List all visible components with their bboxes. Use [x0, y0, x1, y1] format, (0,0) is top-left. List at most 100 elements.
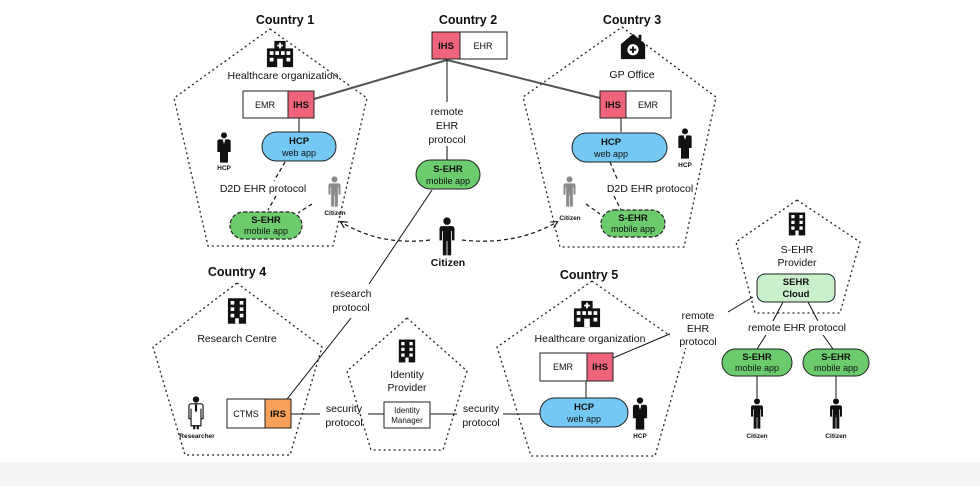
sehr-provider-line-1: S-EHR	[781, 244, 814, 256]
research-protocol-line-2: protocol	[332, 302, 369, 314]
country-4-title: Country 4	[208, 265, 266, 279]
sehr-app-title: S-EHR	[618, 213, 648, 224]
remote-protocol-line-2: EHR	[436, 120, 459, 132]
citizen-label: Citizen	[559, 215, 580, 222]
irs-label: IRS	[270, 409, 286, 420]
emr-label: EMR	[255, 100, 276, 110]
ihs-box[interactable]	[599, 90, 627, 119]
sehr-cloud-line-1: SEHR	[783, 277, 810, 288]
dashed-connectors	[267, 161, 622, 242]
sehr-cloud[interactable]	[756, 273, 836, 303]
emr-box[interactable]	[242, 90, 289, 119]
d2d-protocol-label: D2D EHR protocol	[607, 183, 693, 195]
identity-provider-line-2: Provider	[387, 382, 427, 394]
sehr-mobile-app[interactable]	[415, 159, 481, 190]
citizen-icon	[751, 398, 763, 429]
researcher-label: Researcher	[179, 433, 215, 440]
sehr-mobile-app-1[interactable]	[721, 348, 793, 377]
sehr-app-sub: mobile app	[735, 363, 779, 373]
ihs-label: IHS	[293, 100, 309, 111]
ihs-box[interactable]	[287, 90, 315, 119]
identity-manager-line-2: Manager	[391, 416, 423, 425]
sehr-app-sub: mobile app	[244, 226, 288, 236]
remote-protocol-line-1: remote	[431, 106, 464, 118]
citizen-label: Citizen	[825, 433, 846, 440]
country-2-title: Country 2	[439, 13, 497, 27]
connectors	[313, 59, 601, 100]
irs-box[interactable]	[264, 398, 292, 429]
sehr-provider-region	[735, 199, 861, 314]
identity-manager-line-1: Identity	[394, 406, 420, 415]
sehr-cloud-line-2: Cloud	[783, 289, 810, 300]
hcp-app-title: HCP	[289, 136, 310, 147]
sehr-mobile-app-2[interactable]	[802, 348, 870, 377]
hcp-person-label: HCP	[678, 162, 692, 169]
gp-office-icon	[620, 33, 646, 60]
sehr-provider-line-2: Provider	[777, 257, 817, 269]
remote-ehr-protocol-label: remote EHR protocol	[748, 322, 846, 334]
remote-protocol-line-2: EHR	[687, 323, 710, 335]
ctms-label: CTMS	[233, 409, 259, 419]
ihs-label: IHS	[592, 362, 608, 373]
identity-provider-line-1: Identity	[390, 369, 425, 381]
emr-label: EMR	[638, 100, 659, 110]
ihs-box[interactable]	[431, 31, 461, 60]
security-protocol-line-1: security	[463, 403, 500, 415]
remote-protocol-line-3: protocol	[428, 134, 465, 146]
sehr-app-title: S-EHR	[251, 215, 281, 226]
citizen-icon	[439, 217, 455, 256]
country-5-org-label: Healthcare organization	[535, 333, 646, 345]
hcp-web-app[interactable]	[261, 131, 337, 162]
hcp-person-label: HCP	[633, 433, 647, 440]
citizen-icon	[328, 176, 341, 207]
identity-provider-region	[346, 317, 468, 451]
doctor-icon	[632, 397, 648, 430]
emr-box[interactable]	[625, 90, 672, 119]
hcp-app-title: HCP	[601, 137, 622, 148]
identity-manager-box[interactable]	[383, 401, 431, 429]
security-protocol-line-2: protocol	[325, 417, 362, 429]
ihs-label: IHS	[438, 41, 454, 52]
hcp-app-sub: web app	[593, 149, 628, 159]
security-protocol-line-1: security	[326, 403, 363, 415]
security-protocol-line-2: protocol	[462, 417, 499, 429]
doctor-icon	[217, 132, 231, 163]
emr-label: EMR	[553, 362, 574, 372]
sehr-app-title: S-EHR	[742, 352, 772, 363]
thin-connectors	[279, 60, 837, 415]
ehr-label: EHR	[473, 41, 493, 51]
citizen-icon	[830, 398, 842, 429]
ehr-box[interactable]	[459, 31, 508, 60]
researcher-icon	[188, 396, 204, 430]
hospital-icon	[573, 300, 601, 328]
building-icon	[398, 339, 416, 363]
ihs-box[interactable]	[586, 352, 614, 382]
hcp-web-app[interactable]	[539, 397, 629, 428]
hcp-web-app[interactable]	[571, 132, 668, 163]
country-4-region	[152, 282, 323, 456]
emr-box[interactable]	[539, 352, 588, 382]
country-1-title: Country 1	[256, 13, 314, 27]
gp-office-label: GP Office	[609, 69, 654, 81]
hospital-icon	[266, 40, 294, 68]
sehr-app-sub: mobile app	[426, 176, 470, 186]
sehr-mobile-app[interactable]	[600, 209, 666, 238]
ihs-label: IHS	[605, 100, 621, 111]
country-5-title: Country 5	[560, 268, 618, 282]
citizen-icon	[563, 176, 576, 207]
sehr-mobile-app[interactable]	[229, 211, 303, 240]
country-3-title: Country 3	[603, 13, 661, 27]
building-icon	[788, 212, 806, 236]
sehr-app-sub: mobile app	[814, 363, 858, 373]
remote-protocol-line-3: protocol	[679, 336, 716, 348]
hcp-app-sub: web app	[281, 148, 316, 158]
sehr-app-sub: mobile app	[611, 224, 655, 234]
sehr-app-title: S-EHR	[433, 164, 463, 175]
hcp-app-sub: web app	[566, 414, 601, 424]
building-icon	[227, 298, 247, 324]
citizen-label: Citizen	[431, 257, 465, 269]
footer-band	[0, 462, 980, 486]
country-1-org-label: Healthcare organization	[228, 70, 339, 82]
research-protocol-line-1: research	[331, 288, 372, 300]
